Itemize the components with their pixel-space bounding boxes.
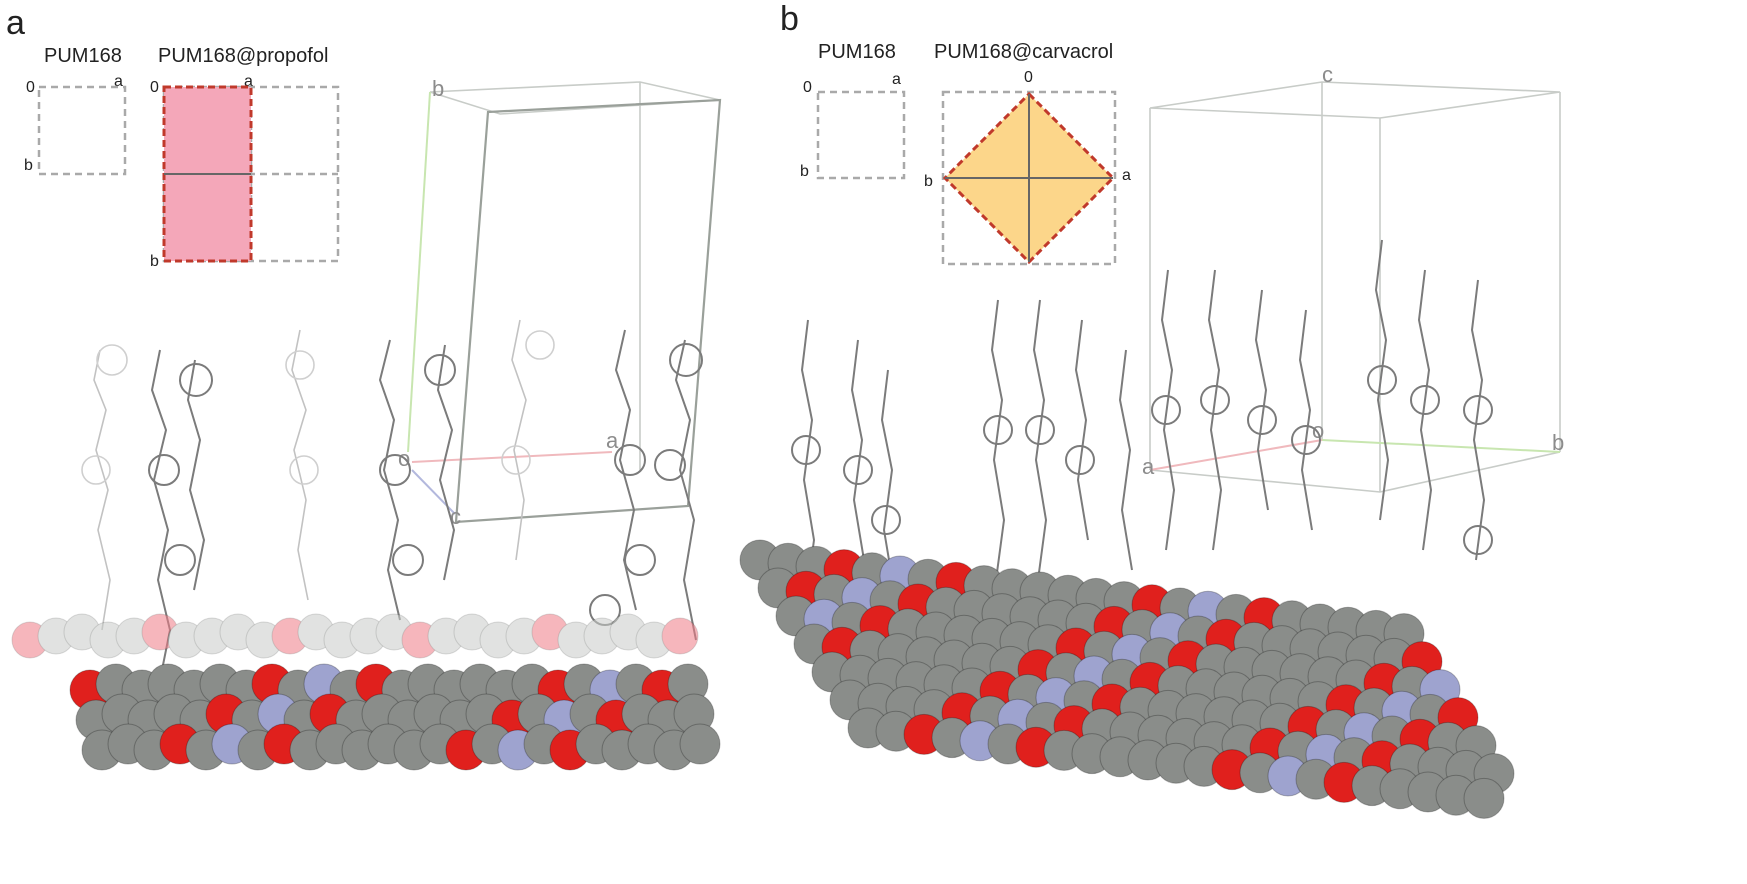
panel-b: b PUM168 0 a b PUM168@carvacrol 0 a b (739, 0, 1564, 819)
panel-b-pristine-cell (816, 90, 906, 180)
panel-a-letter: a (6, 4, 25, 42)
panel-a-pristine-origin: 0 (26, 79, 35, 96)
cell-a-b-axis (407, 91, 431, 453)
panel-a-pristine-inset: PUM168 0 a b (24, 45, 127, 176)
cell-a-front-face (454, 98, 722, 524)
panel-a-cell-label-c: c (450, 504, 461, 529)
panel-a-pristine-axis-b: b (24, 157, 33, 174)
panel-b-loaded-inset: PUM168@carvacrol 0 a b (924, 41, 1131, 266)
panel-a-unit-cell: b o a c (398, 76, 722, 529)
panel-b-loaded-title: PUM168@carvacrol (934, 41, 1113, 63)
cell-a-back-top (429, 81, 721, 115)
panel-a-framework-layer (11, 613, 721, 771)
panel-a-cell-label-b: b (432, 76, 444, 101)
panel-b-pristine-title: PUM168 (818, 41, 896, 63)
cell-b-top (1149, 81, 1561, 119)
atom-sphere (661, 617, 699, 655)
panel-b-pristine-axis-b: b (800, 163, 809, 180)
panel-b-cell-label-c: c (1322, 62, 1333, 87)
panel-a-pristine-title: PUM168 (44, 45, 122, 67)
panel-b-pristine-origin: 0 (803, 79, 812, 96)
panel-a-cell-label-a: a (606, 428, 619, 453)
panel-b-loaded-axis-a: a (1122, 167, 1131, 184)
atom-sphere (1463, 777, 1505, 819)
panel-b-framework-layer (739, 539, 1515, 819)
panel-a-loaded-inset: PUM168@propofol 0 a b (150, 45, 340, 270)
panel-a-loaded-axis-a: a (244, 73, 253, 90)
panel-b-cell-label-b: b (1552, 430, 1564, 455)
cell-a-a-axis (411, 451, 613, 463)
panel-b-pristine-axis-a: a (892, 71, 901, 88)
cell-b-bottom (1149, 451, 1561, 493)
panel-b-loaded-axis-b: b (924, 173, 933, 190)
cell-b-a-axis (1149, 439, 1323, 471)
panel-b-unit-cell: c o a b (1142, 62, 1564, 493)
panel-a-pristine-cell (37, 85, 127, 176)
panel-b-cell-label-o: o (1312, 418, 1324, 443)
panel-a-loaded-axis-b: b (150, 253, 159, 270)
panel-a-loaded-title: PUM168@propofol (158, 45, 328, 67)
atom-sphere (679, 723, 721, 765)
panel-b-cell-label-a: a (1142, 454, 1155, 479)
panel-a-pristine-axis-a: a (114, 73, 123, 90)
panel-b-letter: b (780, 0, 799, 38)
panel-a: a PUM168 0 a b PUM168@propofol 0 a b (6, 4, 722, 771)
cell-b-b-axis (1321, 439, 1561, 453)
panel-b-loaded-origin: 0 (1024, 69, 1033, 86)
panel-a-loaded-origin: 0 (150, 79, 159, 96)
panel-b-pristine-inset: PUM168 0 a b (800, 41, 906, 180)
